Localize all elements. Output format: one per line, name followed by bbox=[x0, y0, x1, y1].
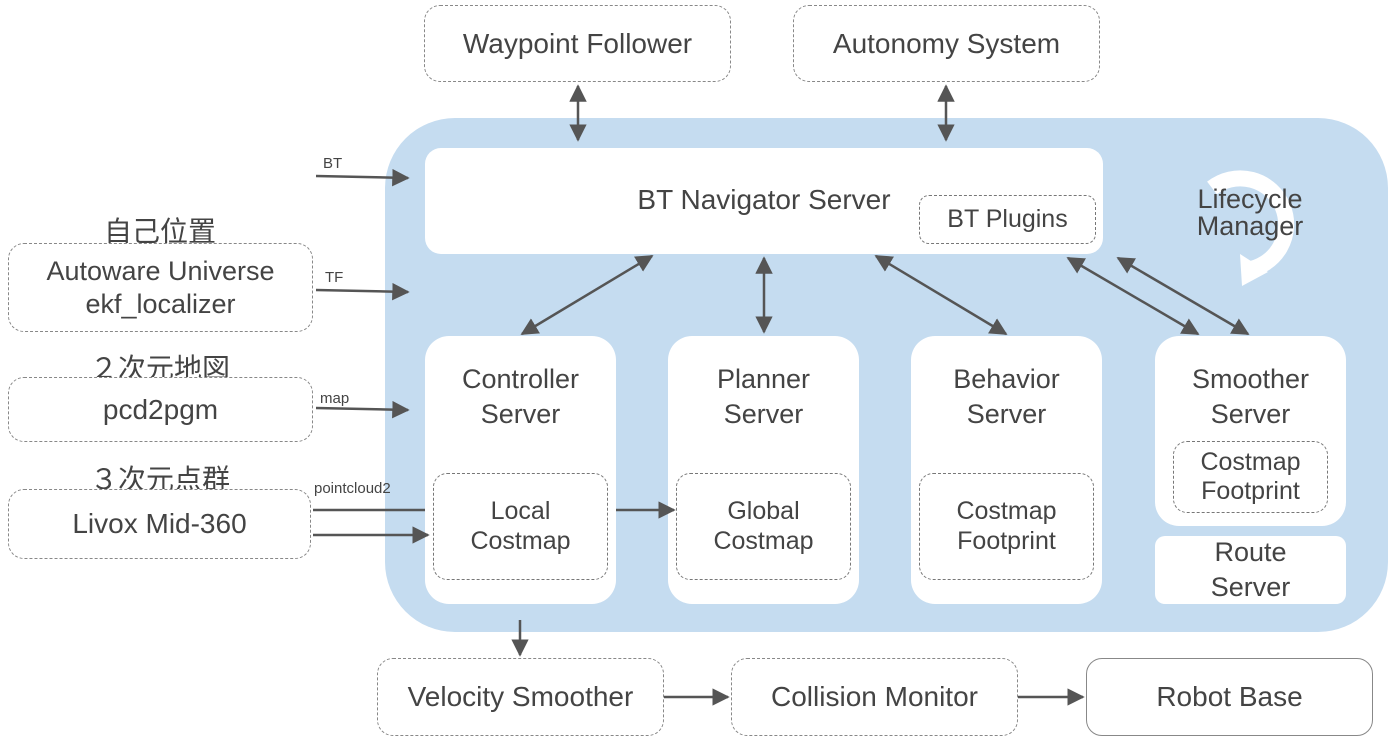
waypoint-follower-box[interactable]: Waypoint Follower bbox=[424, 5, 731, 82]
bt-navigator-title: BT Navigator Server bbox=[637, 184, 891, 215]
lifecycle-manager-label: Lifecycle Manager bbox=[1196, 184, 1304, 241]
behavior-costmap-footprint-box[interactable]: Costmap Footprint bbox=[919, 473, 1094, 580]
tf-input-label: TF bbox=[325, 269, 344, 286]
global-costmap-box[interactable]: Global Costmap bbox=[676, 473, 851, 580]
bt-input-label: BT bbox=[323, 155, 343, 172]
arrow-navigator-controller bbox=[520, 254, 654, 336]
autonomy-system-box[interactable]: Autonomy System bbox=[793, 5, 1100, 82]
local-costmap-box[interactable]: Local Costmap bbox=[433, 473, 608, 580]
arrow-navigator-smoother bbox=[1066, 256, 1200, 336]
autoware-ekf-localizer-box[interactable]: Autoware Universe ekf_localizer bbox=[8, 243, 313, 332]
arrow-navigator-behavior bbox=[874, 254, 1008, 336]
route-server[interactable]: Route Server bbox=[1155, 536, 1346, 604]
arrow-map-input bbox=[315, 400, 410, 419]
pointcloud2-input-label: pointcloud2 bbox=[314, 480, 391, 497]
robot-base-box[interactable]: Robot Base bbox=[1086, 658, 1373, 736]
arrow-navigator-route bbox=[1116, 256, 1250, 336]
map-input-label: map bbox=[320, 390, 350, 407]
arrow-bt-input bbox=[315, 168, 410, 187]
pcd2pgm-box[interactable]: pcd2pgm bbox=[8, 377, 313, 442]
smoother-costmap-footprint-box[interactable]: Costmap Footprint bbox=[1173, 441, 1328, 513]
bt-plugins-box[interactable]: BT Plugins bbox=[919, 195, 1096, 244]
collision-monitor-box[interactable]: Collision Monitor bbox=[731, 658, 1018, 736]
arrow-tf-input bbox=[315, 282, 410, 301]
self-position-heading: 自己位置 bbox=[103, 216, 216, 247]
livox-mid360-box[interactable]: Livox Mid-360 bbox=[8, 489, 311, 559]
velocity-smoother-box[interactable]: Velocity Smoother bbox=[377, 658, 664, 736]
